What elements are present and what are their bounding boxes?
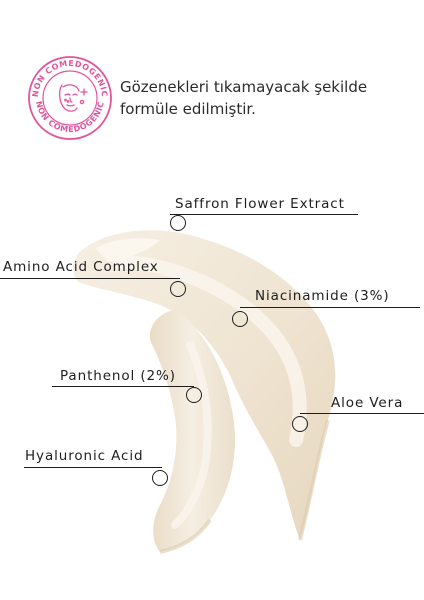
ingredient-label-amino: Amino Acid Complex bbox=[3, 259, 159, 275]
face-sparkle-icon bbox=[58, 84, 88, 112]
marker-niacinamide bbox=[232, 311, 248, 327]
leader-line-panthenol bbox=[52, 386, 194, 387]
leader-line-amino bbox=[0, 278, 180, 279]
marker-hyaluronic bbox=[152, 470, 168, 486]
ingredient-label-panthenol: Panthenol (2%) bbox=[60, 368, 176, 384]
marker-saffron bbox=[170, 215, 186, 231]
leader-line-saffron bbox=[170, 214, 358, 215]
marker-aloe bbox=[292, 416, 308, 432]
headline: Gözenekleri tıkamayacak şekilde formüle … bbox=[120, 76, 410, 120]
ingredient-label-saffron: Saffron Flower Extract bbox=[175, 196, 345, 212]
leader-line-hyaluronic bbox=[24, 467, 162, 468]
badge-arc-text-top: NON COMEDOGENIC bbox=[31, 59, 109, 98]
ingredient-label-aloe: Aloe Vera bbox=[331, 395, 404, 411]
headline-line-2: formüle edilmiştir. bbox=[120, 100, 256, 118]
leader-line-aloe bbox=[300, 413, 424, 414]
ingredient-label-niacinamide: Niacinamide (3%) bbox=[255, 288, 390, 304]
svg-text:NON COMEDOGENIC: NON COMEDOGENIC bbox=[31, 59, 109, 98]
non-comedogenic-badge: NON COMEDOGENIC NON COMEDOGENIC bbox=[28, 56, 112, 140]
marker-panthenol bbox=[186, 387, 202, 403]
leader-line-niacinamide bbox=[240, 307, 420, 308]
marker-amino bbox=[170, 281, 186, 297]
headline-line-1: Gözenekleri tıkamayacak şekilde bbox=[120, 78, 368, 96]
ingredient-label-hyaluronic: Hyaluronic Acid bbox=[25, 448, 144, 464]
